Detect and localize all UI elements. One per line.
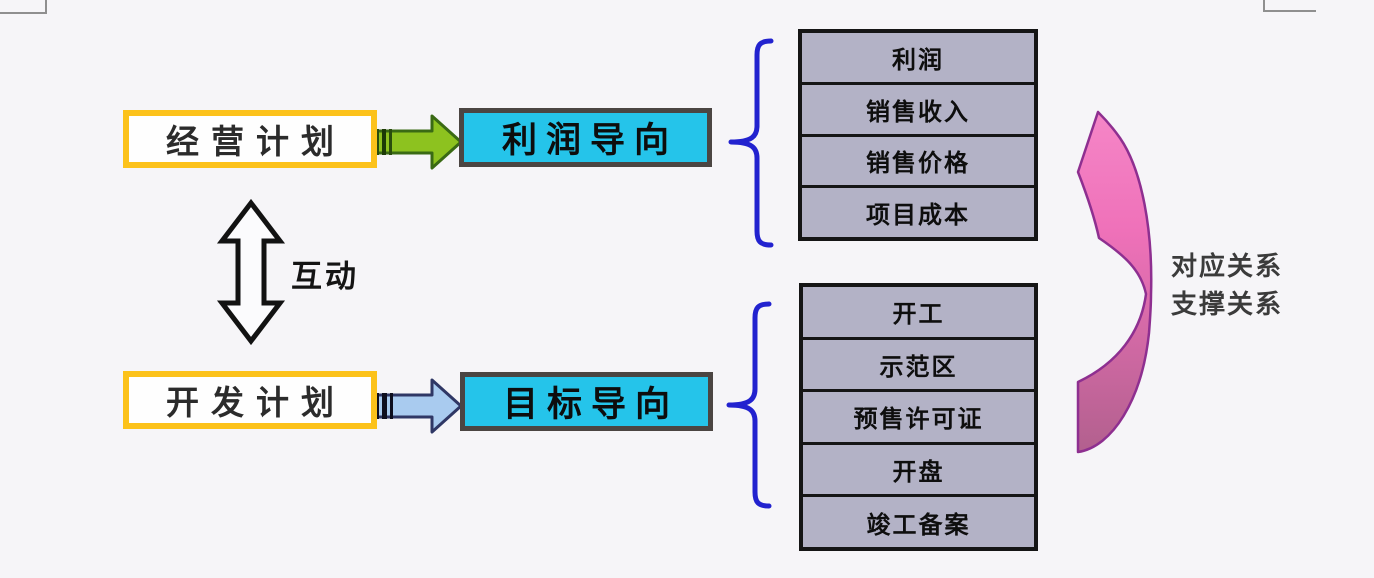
profit-factors-list: 利润 销售收入 销售价格 项目成本 [798, 29, 1038, 241]
business-plan-box: 经营计划 [123, 110, 377, 168]
list-row: 销售收入 [802, 81, 1034, 134]
list-row: 预售许可证 [803, 389, 1034, 442]
list-row: 竣工备案 [803, 494, 1034, 547]
list-row: 项目成本 [802, 185, 1034, 237]
pink-feedback-arrow-icon [1076, 110, 1153, 454]
interaction-label: 互动 [291, 259, 359, 294]
goal-orientation-box: 目标导向 [460, 372, 713, 431]
bottom-brace-icon [726, 301, 772, 509]
corner-frame-mark-right [1263, 0, 1316, 12]
corner-frame-mark-left [0, 0, 47, 14]
list-row: 销售价格 [802, 133, 1034, 186]
green-flow-arrow-icon [374, 114, 463, 170]
development-plan-box: 开发计划 [123, 371, 377, 429]
list-row: 开工 [892, 301, 945, 329]
top-brace-icon [728, 38, 774, 248]
relation-note: 对应关系 支撑关系 [1171, 247, 1283, 323]
list-row: 利润 [892, 46, 944, 74]
list-row: 开盘 [803, 441, 1034, 495]
interaction-arrow-icon [216, 198, 286, 346]
relation-note-line1: 对应关系 [1171, 251, 1284, 281]
goal-milestones-list: 开工 示范区 预售许可证 开盘 竣工备案 [799, 283, 1038, 551]
relation-note-line2: 支撑关系 [1171, 289, 1284, 319]
profit-orientation-box: 利润导向 [459, 108, 712, 167]
blue-flow-arrow-icon [374, 378, 463, 434]
list-row: 示范区 [803, 336, 1034, 390]
